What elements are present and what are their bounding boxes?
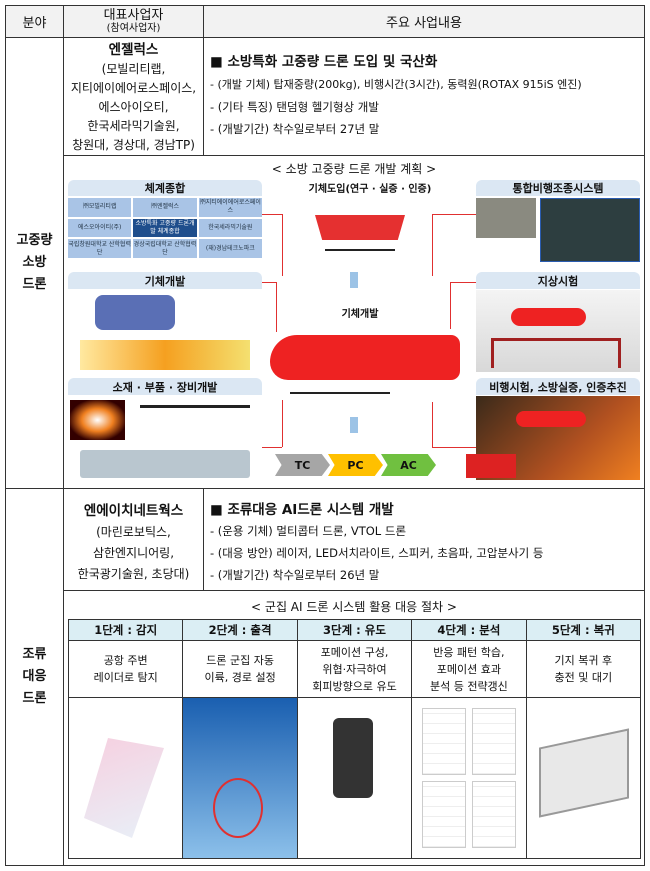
helicopter-model-image bbox=[95, 295, 175, 330]
analysis-image bbox=[80, 340, 250, 370]
project-item: - (개발기간) 착수일로부터 26년 말 bbox=[210, 568, 380, 582]
company-name: 엔에이치네트웍스 bbox=[83, 503, 184, 519]
partner-line: 창원대, 경상대, 경남TP) bbox=[72, 138, 195, 152]
step-header: 3단계 : 유도 bbox=[297, 620, 413, 641]
radar-detection-image bbox=[69, 698, 184, 858]
header-content: 주요 사업내용 bbox=[204, 6, 644, 37]
charging-station-image bbox=[527, 698, 641, 858]
panel-title: 통합비행조종시스템 bbox=[476, 180, 640, 196]
header-company-sub: (참여사업자) bbox=[106, 22, 161, 34]
diagram-title: < 소방 고중량 드론 개발 계획 > bbox=[271, 162, 437, 176]
control-case-image bbox=[476, 198, 536, 238]
center-mid-label: 기체개발 bbox=[341, 309, 379, 320]
bullet-square-icon: ■ bbox=[210, 54, 223, 70]
project-item: - (개발기간) 착수일로부터 27년 말 bbox=[210, 122, 380, 136]
partner-line: 한국광기술원, 초당대) bbox=[77, 567, 190, 581]
grid-cell: 경상국립대학교 산학협력단 bbox=[133, 239, 197, 258]
partner-line: (마린로보틱스, bbox=[96, 525, 171, 539]
connector-arrow bbox=[262, 282, 277, 283]
pattern-analysis-image bbox=[412, 698, 527, 858]
step-header: 2단계 : 출격 bbox=[183, 620, 298, 641]
flight-test-image bbox=[466, 396, 640, 480]
stage-tc: TC bbox=[275, 454, 330, 476]
partner-line: (모빌리티랩, bbox=[101, 62, 166, 76]
project-item: - (기타 특징) 탠덤형 헬기형상 개발 bbox=[210, 100, 379, 114]
header-company: 대표사업자 bbox=[103, 7, 164, 23]
connector-arrow bbox=[262, 447, 282, 448]
panel-title: 체계종합 bbox=[68, 180, 262, 196]
grid-cell: (재)경남테크노파크 bbox=[198, 239, 262, 258]
drone-image bbox=[315, 215, 405, 240]
stage-pc: PC bbox=[328, 454, 383, 476]
partner-line: 지티에이에어로스페이스, bbox=[70, 81, 197, 95]
header-field: 분야 bbox=[6, 6, 63, 37]
project-item: - (개발 기체) 탑재중량(200kg), 비행시간(3시간), 동력원(RO… bbox=[210, 78, 582, 91]
panel-title: 지상시험 bbox=[476, 272, 640, 289]
panel-title: 비행시험, 소방실증, 인증추진 bbox=[476, 378, 640, 395]
project-title: 소방특화 고중량 드론 도입 및 국산화 bbox=[227, 54, 438, 70]
step-header: 1단계 : 감지 bbox=[69, 620, 184, 641]
rotor-parts-image bbox=[140, 405, 250, 435]
project-title: 조류대응 AI드론 시스템 개발 bbox=[227, 502, 394, 518]
connector-arrow bbox=[262, 214, 282, 215]
connector-line bbox=[276, 282, 277, 332]
connector-arrow bbox=[432, 447, 476, 448]
grid-cell-center: 소방특화 고중량 드론개발 체계종합 bbox=[133, 218, 197, 238]
connector-line bbox=[282, 400, 283, 447]
procedure-table: 1단계 : 감지 2단계 : 출격 3단계 : 유도 4단계 : 분석 5단계 … bbox=[68, 619, 641, 859]
step-desc: 공항 주변 레이더로 탐지 bbox=[69, 641, 184, 698]
down-arrow-icon bbox=[350, 272, 358, 288]
material-image bbox=[70, 400, 125, 440]
company-name: 엔젤럭스 bbox=[108, 42, 159, 58]
drone-swarm-image bbox=[183, 698, 298, 858]
ground-test-image bbox=[476, 290, 640, 372]
step-desc: 드론 군집 자동 이륙, 경로 설정 bbox=[183, 641, 298, 698]
map-image bbox=[540, 198, 640, 262]
partner-line: 한국세라믹기술원, bbox=[87, 119, 180, 133]
grid-cell: ㈜지티에이에어로스페이스 bbox=[198, 198, 262, 217]
stage-ac: AC bbox=[381, 454, 436, 476]
procedure-title: < 군집 AI 드론 시스템 활용 대응 절차 > bbox=[251, 600, 457, 614]
truck-image bbox=[80, 450, 250, 478]
guidance-device-image bbox=[298, 698, 413, 858]
connector-line bbox=[282, 214, 283, 276]
grid-cell: 한국세라믹기술원 bbox=[198, 218, 262, 238]
step-desc: 기지 복귀 후 충전 및 대기 bbox=[526, 641, 641, 698]
helicopter-skid bbox=[290, 388, 390, 394]
connector-arrow bbox=[450, 282, 476, 283]
grid-cell: ㈜엔젤럭스 bbox=[133, 198, 197, 217]
down-arrow-icon bbox=[350, 417, 358, 433]
panel-title: 기체개발 bbox=[68, 272, 262, 289]
grid-cell: 국립창원대학교 산학협력단 bbox=[68, 239, 132, 258]
field-heavy-drone: 고중량 소방 드론 bbox=[16, 233, 53, 292]
project-item: - (대응 방안) 레이저, LED서치라이트, 스피커, 초음파, 고압분사기… bbox=[210, 546, 544, 560]
grid-cell: 에스오아이티(주) bbox=[68, 218, 132, 238]
bullet-square-icon: ■ bbox=[210, 502, 223, 518]
connector-arrow bbox=[432, 214, 476, 215]
partner-line: 삼한엔지니어링, bbox=[92, 546, 175, 560]
step-header: 4단계 : 분석 bbox=[412, 620, 527, 641]
center-top-label: 기체도입(연구 · 실증 · 인증) bbox=[308, 184, 432, 195]
step-header: 5단계 : 복귀 bbox=[526, 620, 641, 641]
step-desc: 포메이션 구성, 위협·자극하여 회피방향으로 유도 bbox=[297, 641, 413, 698]
tandem-helicopter-image bbox=[270, 335, 460, 380]
drone-skid bbox=[325, 243, 395, 251]
panel-title: 소재 · 부품 · 장비개발 bbox=[68, 378, 262, 395]
grid-cell: ㈜모빌리티랩 bbox=[68, 198, 132, 217]
project-item: - (운용 기체) 멀티콥터 드론, VTOL 드론 bbox=[210, 524, 407, 538]
field-bird-drone: 조류 대응 드론 bbox=[22, 647, 47, 706]
connector-line bbox=[432, 402, 433, 447]
connector-line bbox=[450, 282, 451, 329]
connector-line bbox=[432, 214, 433, 276]
step-desc: 반응 패턴 학습, 포메이션 효과 분석 등 전략갱신 bbox=[412, 641, 527, 698]
partner-line: 에스아이오티, bbox=[98, 100, 169, 114]
